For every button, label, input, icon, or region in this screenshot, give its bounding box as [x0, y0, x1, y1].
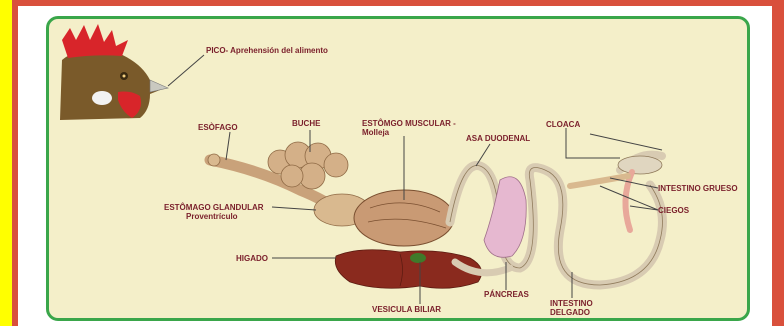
label-cloaca: CLOACA [546, 120, 580, 129]
pancreas [484, 177, 526, 258]
label-proventriculo: Proventrículo [186, 212, 238, 221]
label-ciegos: CIEGOS [658, 206, 690, 215]
large-intestine [618, 155, 662, 174]
rooster-head-icon [60, 24, 168, 120]
label-pico: PICO- Aprehensión del alimento [206, 46, 328, 55]
label-estomago-glandular: ESTÔMAGO GLANDULAR [164, 203, 264, 212]
label-buche: BUCHE [292, 119, 321, 128]
label-vesicula-biliar: VESICULA BILIAR [372, 305, 441, 314]
label-estomago-muscular: ESTÔMGO MUSCULAR - [362, 119, 456, 128]
label-intestino: INTESTINO [550, 299, 593, 308]
label-esofago: ESÒFAGO [198, 123, 238, 132]
label-higado: HIGADO [236, 254, 268, 263]
label-molleja: Molleja [362, 128, 390, 137]
label-asa-duodenal: ASA DUODENAL [466, 134, 530, 143]
label-intestino-grueso: INTESTINO GRUESO [658, 184, 738, 193]
label-delgado: DELGADO [550, 308, 590, 317]
label-pancreas: PÁNCREAS [484, 290, 530, 299]
gallbladder [410, 253, 426, 263]
